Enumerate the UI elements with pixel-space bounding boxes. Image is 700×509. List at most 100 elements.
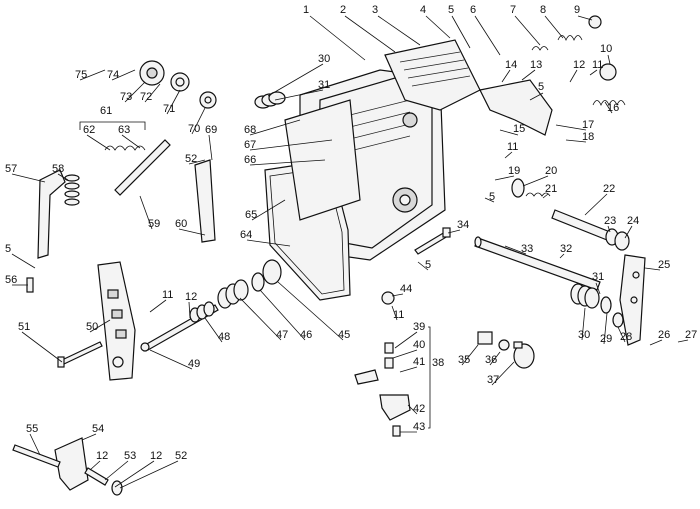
callout-75: 75 <box>75 69 87 81</box>
leader-line <box>559 253 565 259</box>
leader-line <box>607 54 611 65</box>
callout-31-a: 31 <box>318 79 330 91</box>
washer-28 <box>612 312 624 328</box>
leader-line <box>529 92 544 101</box>
leader-line <box>79 69 106 81</box>
callout-43: 43 <box>413 421 425 433</box>
leader-line <box>399 366 418 373</box>
callout-5-c: 5 <box>489 191 495 203</box>
leader-line <box>595 282 601 295</box>
leader-line <box>111 69 136 81</box>
nut-9 <box>588 15 602 29</box>
callout-15: 15 <box>513 123 525 135</box>
leader-line <box>11 253 36 269</box>
leader-line <box>569 69 578 83</box>
leader-line <box>119 460 179 489</box>
leader-line <box>544 15 564 39</box>
callout-24: 24 <box>627 215 639 227</box>
leader-line <box>259 289 306 341</box>
leader-line <box>57 173 69 181</box>
leader-line <box>104 460 129 481</box>
bracket-54 <box>54 437 89 491</box>
leader-line <box>394 331 418 349</box>
callout-7: 7 <box>510 4 516 16</box>
washer-46 <box>251 272 265 292</box>
leader-line <box>474 15 501 56</box>
callout-5: 5 <box>448 4 454 16</box>
leader-line <box>584 193 608 216</box>
callout-30-a: 30 <box>318 53 330 65</box>
callout-28: 28 <box>620 331 632 343</box>
leader-line <box>121 134 141 149</box>
callout-29: 29 <box>600 333 612 345</box>
leader-line <box>267 63 324 97</box>
leader-line <box>149 299 167 313</box>
callout-1: 1 <box>303 4 309 16</box>
leader-line <box>274 89 324 101</box>
callout-56: 56 <box>5 274 17 286</box>
spring-62 <box>104 145 146 151</box>
washer-20 <box>511 178 525 198</box>
lever-60 <box>194 159 216 243</box>
callout-16: 16 <box>607 102 619 114</box>
callout-70: 70 <box>188 123 200 135</box>
callout-69: 69 <box>205 124 217 136</box>
pin-55 <box>12 444 61 468</box>
leader-line <box>309 15 366 61</box>
leader-line <box>644 267 661 271</box>
top-cover <box>384 39 481 111</box>
right-bracket <box>479 79 553 136</box>
leader-lines <box>11 15 689 489</box>
leader-line <box>239 297 282 341</box>
leader-line <box>144 83 161 103</box>
callout-34: 34 <box>457 219 469 231</box>
spring-7 <box>531 46 549 51</box>
callout-41: 41 <box>413 356 425 368</box>
callout-5-e: 5 <box>5 243 11 255</box>
leader-line <box>407 404 418 415</box>
callout-48: 48 <box>218 331 230 343</box>
leader-line <box>607 225 611 233</box>
leader-line <box>649 339 663 346</box>
callout-58: 58 <box>52 163 64 175</box>
leader-line <box>521 69 536 81</box>
callout-8: 8 <box>540 4 546 16</box>
callout-11-a: 11 <box>592 59 603 71</box>
callout-27: 27 <box>685 329 697 341</box>
leader-line <box>447 229 461 234</box>
callout-5-b: 5 <box>538 81 544 93</box>
callout-12-a: 12 <box>573 59 585 71</box>
bracket-38 <box>428 326 431 429</box>
cap-37 <box>513 341 535 369</box>
leader-line <box>581 307 586 341</box>
leader-line <box>484 197 495 203</box>
callout-17: 17 <box>582 119 594 131</box>
leader-line <box>624 225 633 239</box>
callout-67: 67 <box>244 139 256 151</box>
leader-line <box>603 312 608 345</box>
callout-72: 72 <box>140 91 152 103</box>
callout-25: 25 <box>658 259 670 271</box>
callout-4: 4 <box>420 4 426 16</box>
leader-line <box>377 15 421 46</box>
bracket-61 <box>79 121 146 130</box>
leader-line <box>246 239 291 247</box>
washer-52 <box>111 480 123 496</box>
spring-8 <box>557 35 583 41</box>
callout-74: 74 <box>107 69 119 81</box>
callout-11-c: 11 <box>393 309 404 321</box>
leader-line <box>514 15 541 46</box>
callout-61: 61 <box>100 105 112 117</box>
washer-45 <box>262 259 282 285</box>
leader-line <box>29 433 41 456</box>
leader-line <box>251 199 286 221</box>
callout-11-d: 11 <box>162 289 173 301</box>
callout-47: 47 <box>276 329 288 341</box>
callout-14: 14 <box>505 59 517 71</box>
callout-5-d: 5 <box>425 259 431 271</box>
callout-66: 66 <box>244 154 256 166</box>
callout-35: 35 <box>458 354 470 366</box>
pin-53 <box>84 467 109 486</box>
leader-line <box>114 460 155 488</box>
callout-59: 59 <box>148 218 160 230</box>
